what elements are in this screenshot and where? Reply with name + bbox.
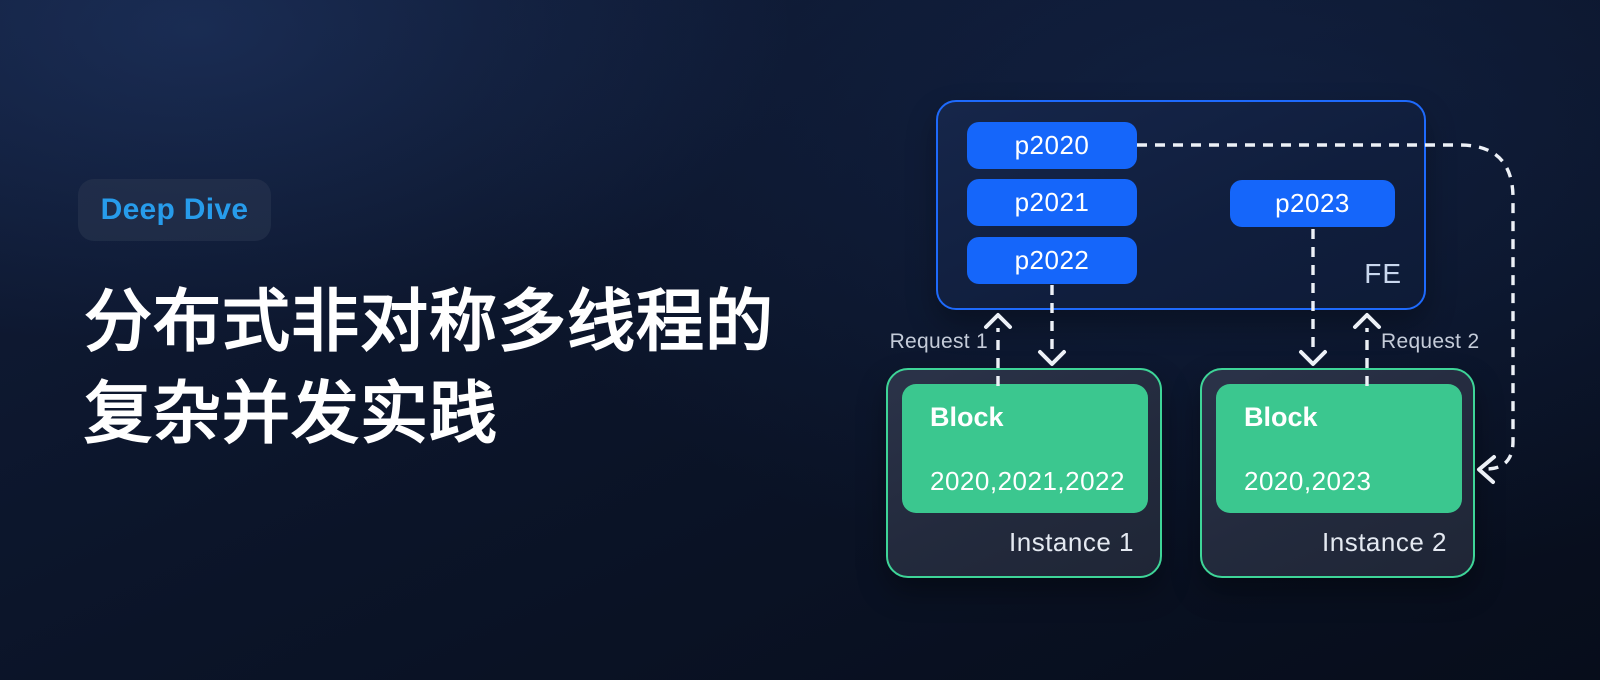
node-p2023-label: p2023 (1275, 188, 1350, 218)
node-p2021: p2021 (967, 179, 1137, 226)
instance-1-container: Block 2020,2021,2022 Instance 1 (886, 368, 1162, 578)
instance-2-block-title: Block (1244, 402, 1318, 432)
title-line-2: 复杂并发实践 (84, 376, 499, 452)
node-p2023: p2023 (1230, 180, 1395, 227)
deep-dive-badge: Deep Dive (78, 179, 271, 241)
node-p2022-label: p2022 (1014, 245, 1090, 275)
instance-2-block-years: 2020,2023 (1244, 466, 1372, 496)
page-title: 分布式非对称多线程的 复杂并发实践 (84, 276, 774, 460)
request-1-label: Request 1 (889, 330, 988, 353)
title-line-1: 分布式非对称多线程的 (84, 284, 775, 360)
instance-2-label: Instance 2 (1322, 527, 1447, 557)
instance-1-label: Instance 1 (1009, 527, 1134, 557)
request-2-label: Request 2 (1381, 330, 1480, 353)
arrowhead-up-into-fe-left (984, 313, 1012, 329)
instance-2-block: Block 2020,2023 (1216, 384, 1462, 513)
instance-2-container: Block 2020,2023 Instance 2 (1200, 368, 1475, 578)
instance-1-block-years: 2020,2021,2022 (930, 466, 1125, 496)
fe-container-label: FE (1364, 258, 1402, 289)
arrowhead-left-into-instance2 (1477, 455, 1496, 484)
arrowhead-up-into-fe-right (1353, 313, 1381, 329)
arrowhead-down-into-instance2 (1299, 350, 1327, 366)
node-p2021-label: p2021 (1014, 187, 1090, 217)
instance-1-block-title: Block (930, 402, 1004, 432)
instance-1-block: Block 2020,2021,2022 (902, 384, 1148, 513)
deep-dive-badge-label: Deep Dive (100, 193, 249, 226)
node-p2022: p2022 (967, 237, 1137, 284)
node-p2020: p2020 (967, 122, 1137, 169)
node-p2020-label: p2020 (1014, 130, 1090, 160)
arrowhead-down-into-instance1 (1038, 350, 1066, 366)
fe-container: p2020 p2021 p2022 p2023 FE (936, 100, 1426, 310)
